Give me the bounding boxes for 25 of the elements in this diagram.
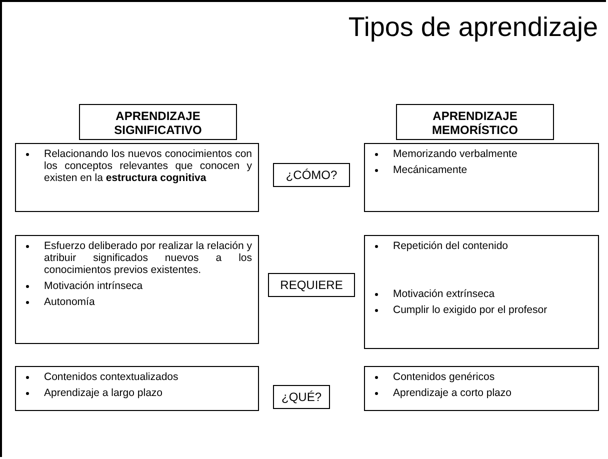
bullet-text: Aprendizaje a corto plazo (393, 387, 512, 399)
bullet-text: Esfuerzo deliberado por realizar la relación y atribuir significados nuevos a los conocimientos previos existentes. (44, 240, 252, 276)
bullet-text: Contenidos genéricos (393, 371, 496, 383)
bullet-text: Repetición del contenido (393, 240, 509, 252)
header-box: APRENDIZAJE SIGNIFICATIVO (79, 104, 237, 140)
bullet-text: Contenidos contextualizados (44, 371, 180, 383)
text-box (15, 143, 259, 212)
question-box: REQUIERE (268, 273, 355, 297)
question-box: ¿QUÉ? (273, 385, 330, 409)
bullet-text: Autonomía (44, 296, 96, 308)
text-box (15, 235, 259, 344)
text-box (364, 366, 599, 411)
bullet-text: Memorizando verbalmente (393, 148, 518, 160)
bullet-text: Mecánicamente (393, 164, 468, 176)
header-box: APRENDIZAJE MEMORÍSTICO (396, 104, 554, 140)
bullet-text: Motivación extrínseca (393, 288, 496, 300)
bullet-text: Relacionando los nuevos conocimientos con los conceptos relevantes que conocen y existen en la estructura cognitiva (44, 148, 252, 184)
text-box (364, 235, 599, 349)
text-box (15, 366, 259, 411)
question-box: ¿CÓMO? (273, 163, 350, 187)
bullet-text: Aprendizaje a largo plazo (44, 387, 164, 399)
title: Tipos de aprendizaje (348, 12, 598, 43)
text-box (364, 143, 599, 212)
bullet-text: Motivación intrínseca (44, 280, 144, 292)
bullet-text: Cumplir lo exigido por el profesor (393, 304, 548, 316)
